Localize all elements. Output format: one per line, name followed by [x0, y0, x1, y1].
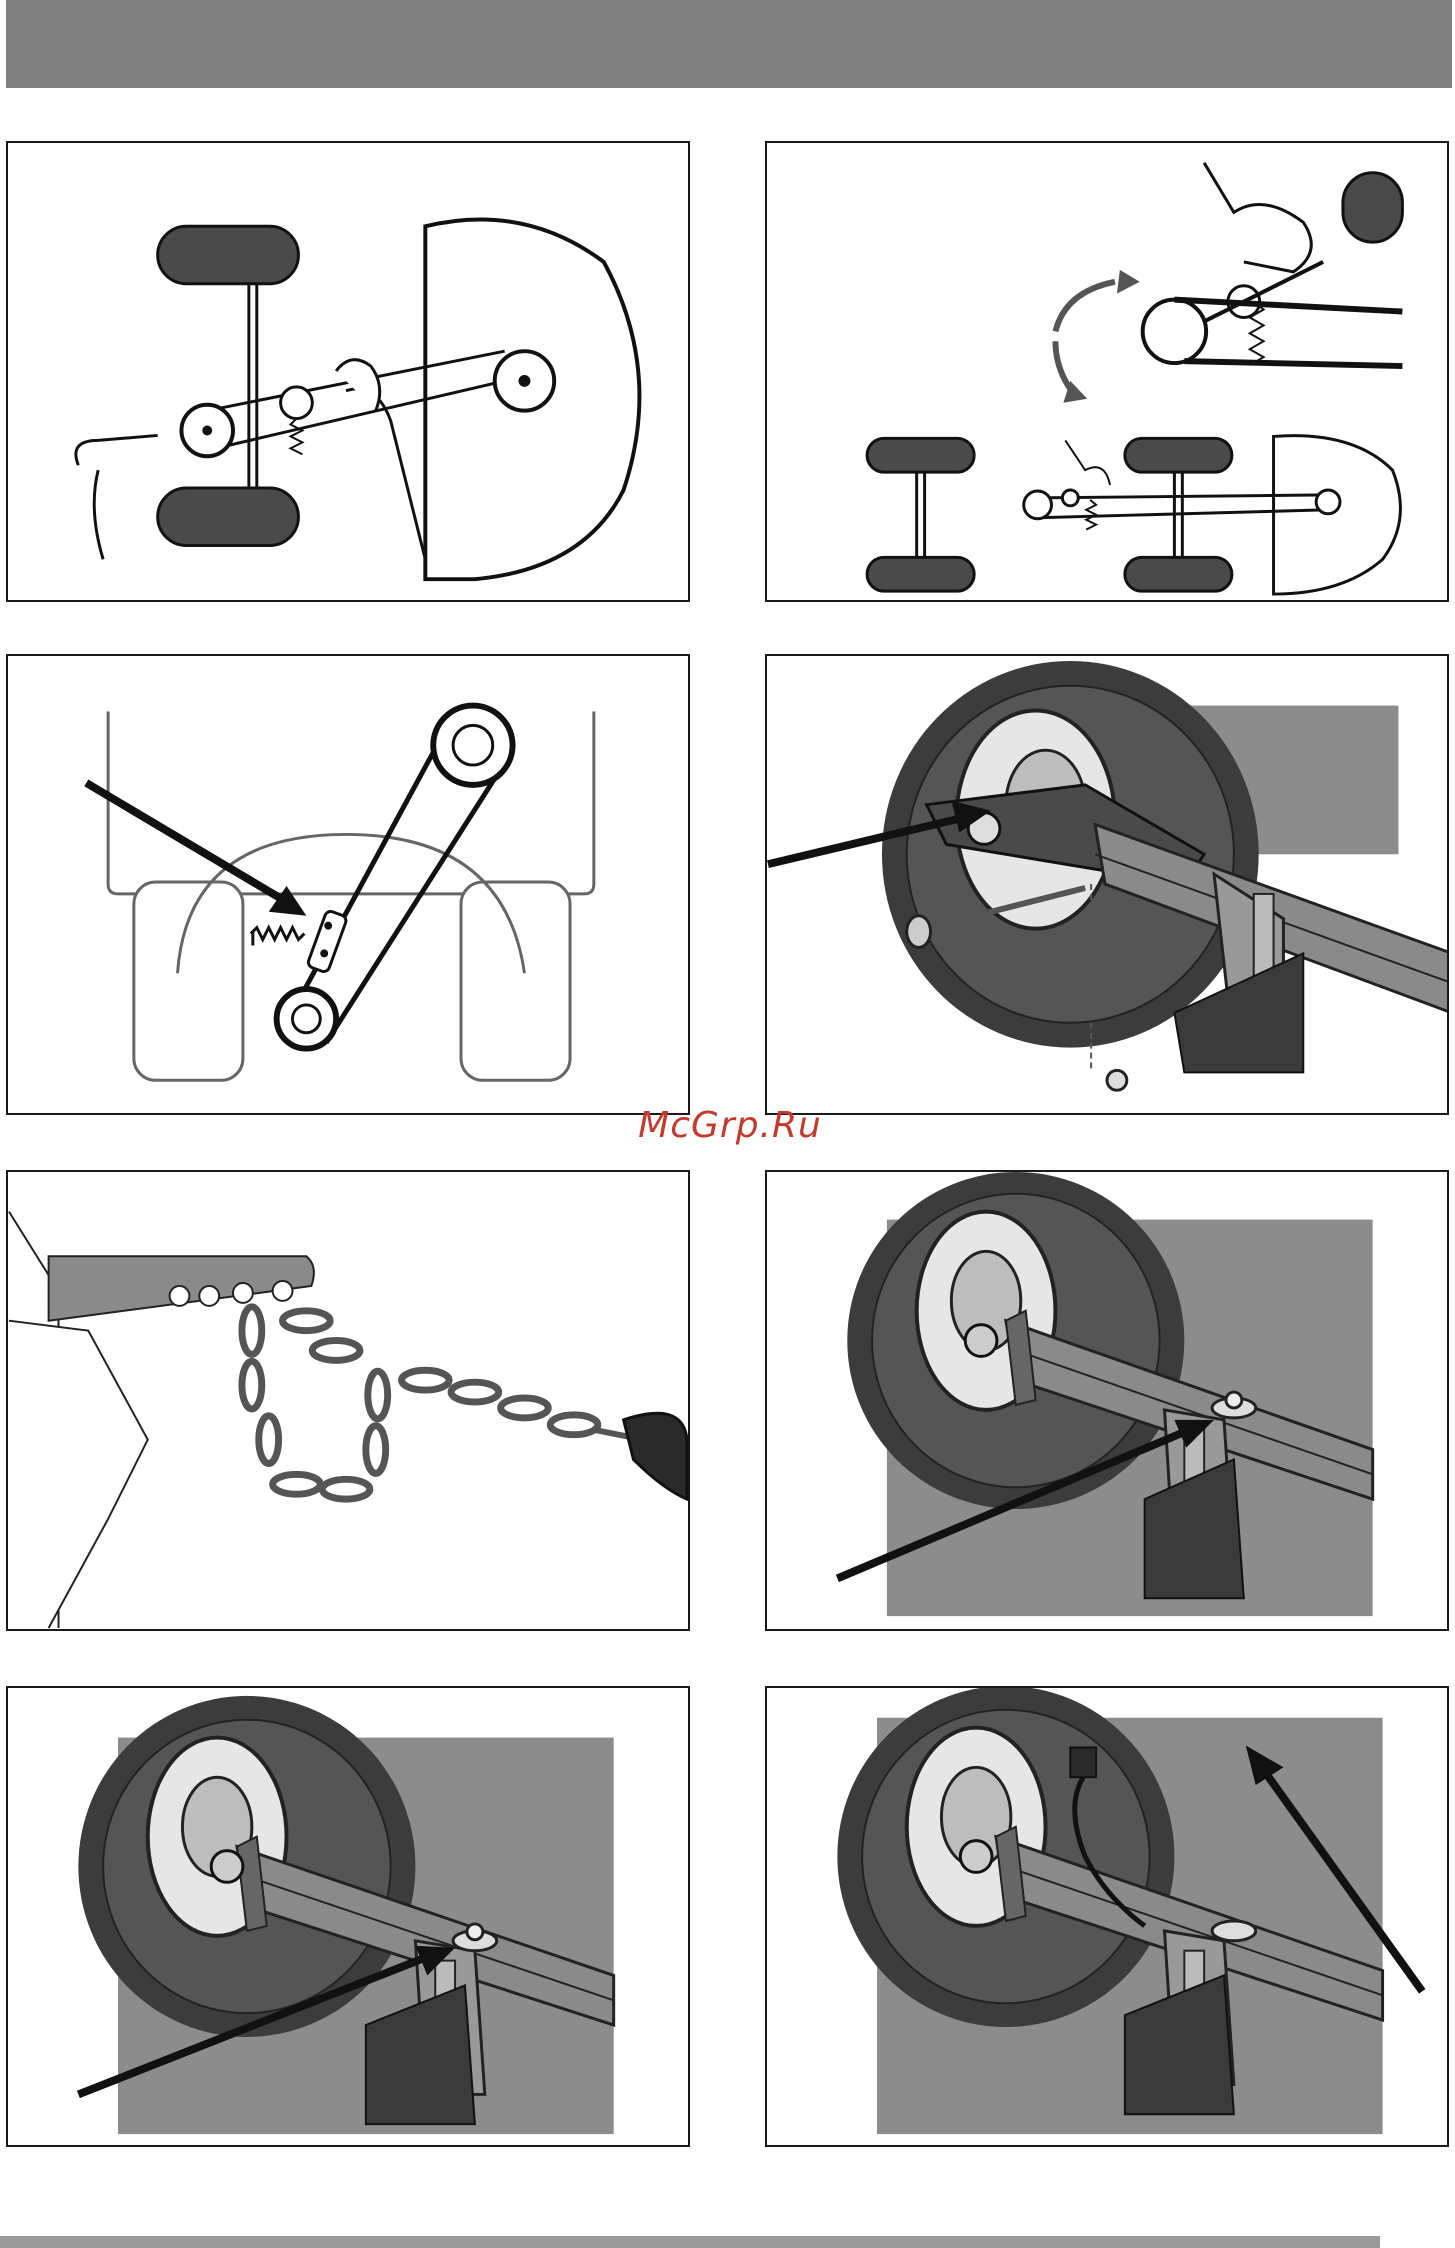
header-bar	[6, 0, 1452, 88]
figure-panel-8	[765, 1686, 1449, 2147]
figure-panel-7	[6, 1686, 690, 2147]
belt-tension-hands-icon	[8, 143, 688, 600]
wheel-pin-clip-icon	[767, 1172, 1447, 1629]
figure-panel-4	[765, 654, 1449, 1115]
wheel-bracket-bolt-icon	[767, 656, 1447, 1113]
belt-routing-spring-icon	[8, 656, 688, 1113]
figure-panel-6	[765, 1170, 1449, 1631]
figure-panel-1	[6, 141, 690, 602]
figure-panel-5	[6, 1170, 690, 1631]
wheel-pin-clip-icon	[8, 1688, 688, 2145]
wheel-cable-connector-icon	[767, 1688, 1447, 2145]
figure-panel-3	[6, 654, 690, 1115]
belt-idler-rotate-icon	[767, 143, 1447, 600]
footer-bar	[0, 2236, 1380, 2248]
figure-panel-2	[765, 141, 1449, 602]
safety-chain-hitch-icon	[8, 1172, 688, 1629]
watermark: McGrp.Ru	[600, 1105, 860, 1146]
